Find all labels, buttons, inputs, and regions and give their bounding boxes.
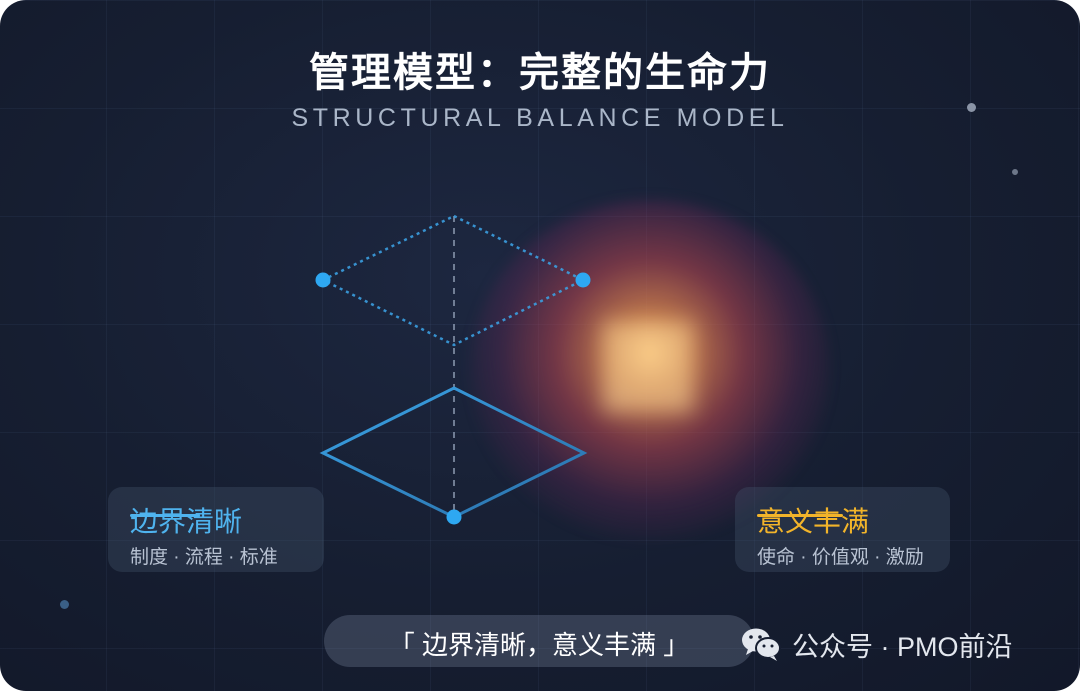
meaning-card-subtitle: 使命 · 价值观 · 激励: [757, 547, 924, 568]
node-right: [575, 272, 591, 288]
meaning-card-title: 意义丰满: [757, 506, 870, 537]
quote-text: 「 边界清晰，意义丰满 」: [388, 630, 690, 660]
meaning-card: [735, 487, 950, 572]
boundary-card-subtitle: 制度 · 流程 · 标准: [130, 547, 278, 568]
page-title: 管理模型：完整的生命力: [309, 49, 771, 96]
star-dot: [60, 600, 69, 609]
wechat-icon: [742, 628, 781, 661]
upper-dashed-diamond: [320, 214, 586, 347]
star-dot: [1012, 169, 1018, 175]
account-watermark: 公众号 · PMO前沿: [740, 626, 1013, 662]
watermark-text: 公众号 · PMO前沿: [792, 631, 1013, 662]
node-bottom: [446, 509, 462, 525]
meaning-glow-core: [603, 322, 693, 412]
node-left: [315, 272, 331, 288]
boundary-card: [108, 487, 324, 572]
page-subtitle: STRUCTURAL BALANCE MODEL: [291, 104, 789, 132]
quote-pill: 「 边界清晰，意义丰满 」: [324, 615, 754, 667]
boundary-card-title: 边界清晰: [130, 506, 243, 537]
meaning-title-strike: [757, 514, 843, 517]
boundary-title-strike: [130, 514, 200, 517]
star-dot: [967, 103, 976, 112]
